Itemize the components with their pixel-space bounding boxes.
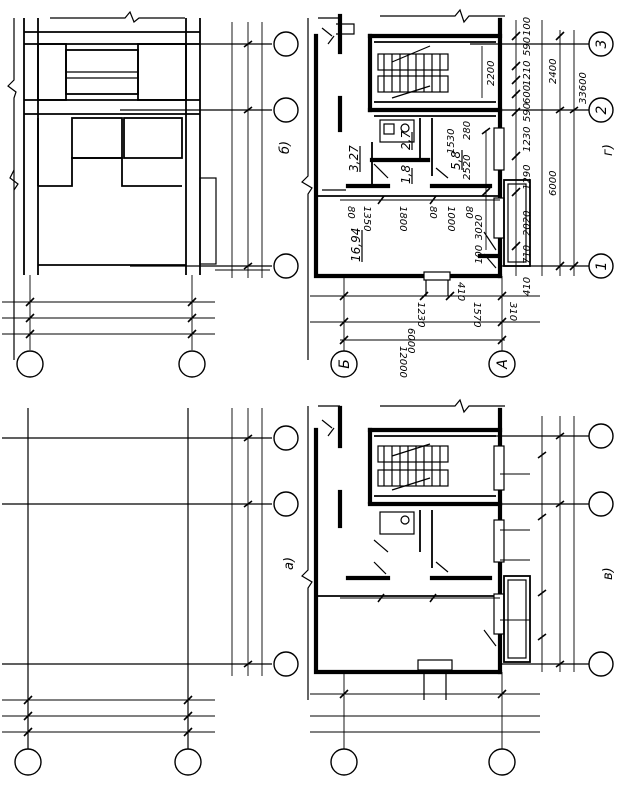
dim-280: 280 [462,121,473,140]
axis-circle-1-a [273,651,299,677]
dim-80c: 80 [463,206,474,219]
dim-2020: 2020 [522,211,533,236]
dim-2400: 2400 [548,59,559,84]
dim-1350: 1350 [361,206,372,231]
axis-circle-2-a [273,491,299,517]
dim-6000-right: 6000 [548,171,559,196]
axis-circle-b-v [330,748,358,776]
panel-label-d: б) [278,141,293,154]
axis-label-1: 1 [594,262,610,271]
axis-circle-2-v [588,491,614,517]
panel-d-structural-grid [2,10,272,360]
dim-1230-bottom: 1230 [415,302,426,327]
axis-circle-a [488,350,516,378]
axis-circle-2-d [273,97,299,123]
dim-590b: 590 [522,37,533,56]
axis-circle-a-d [178,350,206,378]
panel-a-axis-grid [2,408,272,760]
panel-v-wall-layout [301,398,592,752]
axis-circle-b-d [16,350,44,378]
panel-label-a: а) [282,557,297,570]
area-living: 16,94 [349,228,363,262]
axis-circle-3-a [273,425,299,451]
dim-6000-bottom: 6000 [405,328,416,353]
panel-g-floor-plan [301,8,592,360]
axis-label-2: 2 [594,105,610,114]
dim-410-right: 410 [522,277,533,296]
dim-1210: 1210 [522,61,533,86]
axis-circle-3-d [273,31,299,57]
dim-12000: 12000 [397,346,408,378]
axis-circle-1-d [273,253,299,279]
dim-100-inner: 100 [474,245,485,264]
axis-circle-1-v [588,651,614,677]
axis-label-a: А [495,359,511,370]
axis-circle-b [330,350,358,378]
axis-circle-3 [588,31,614,57]
area-room: 3,27 [347,145,361,172]
dim-2520: 2520 [462,155,473,180]
axis-circle-3-v [588,423,614,449]
dim-2200: 2200 [486,61,497,86]
area-kitchen: 5,8 [449,151,463,170]
panel-label-g: г) [601,144,616,156]
dim-410-bottom: 410 [455,282,466,301]
axis-label-3: 3 [594,40,610,49]
dim-710: 710 [522,245,533,264]
area-hall: 1,8 [399,165,413,184]
axis-circle-1 [588,253,614,279]
axis-circle-b-a [14,748,42,776]
dim-1290: 1290 [522,165,533,190]
axis-circle-a-v [488,748,516,776]
dim-100: 100 [522,17,533,36]
dim-1800: 1800 [397,206,408,231]
dim-80a: 80 [345,206,356,219]
dim-310: 310 [507,302,518,321]
dim-80b: 80 [427,206,438,219]
axis-label-b: Б [337,359,353,369]
dim-590: 590 [522,103,533,122]
area-bath: 2,7 [399,131,413,150]
axis-circle-2 [588,97,614,123]
dim-1570: 1570 [471,302,482,327]
panel-label-v: в) [601,567,616,580]
dim-1530: 1530 [446,129,457,154]
dim-600: 600 [522,85,533,104]
dim-1230: 1230 [522,127,533,152]
dim-3020: 3020 [474,215,485,240]
axis-circle-a-a [174,748,202,776]
dim-33600: 33600 [578,72,589,104]
dim-1000: 1000 [445,206,456,231]
